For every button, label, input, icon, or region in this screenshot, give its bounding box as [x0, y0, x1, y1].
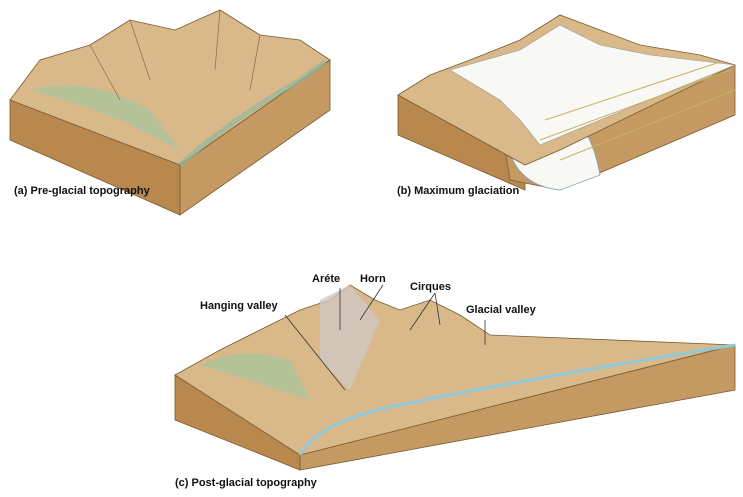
caption-post-glacial: (c) Post-glacial topography — [175, 477, 317, 489]
label-horn: Horn — [360, 273, 386, 285]
label-hanging-valley: Hanging valley — [200, 300, 278, 312]
block-pre-glacial — [9, 9, 331, 216]
label-glacial-valley: Glacial valley — [466, 304, 536, 316]
caption-pre-glacial: (a) Pre-glacial topography — [14, 185, 150, 197]
block-maximum-glaciation — [397, 14, 737, 191]
block-post-glacial — [174, 284, 736, 471]
label-arete: Aréte — [312, 273, 341, 285]
caption-maximum-glaciation: (b) Maximum glaciation — [397, 185, 520, 197]
label-cirques: Cirques — [410, 281, 451, 293]
